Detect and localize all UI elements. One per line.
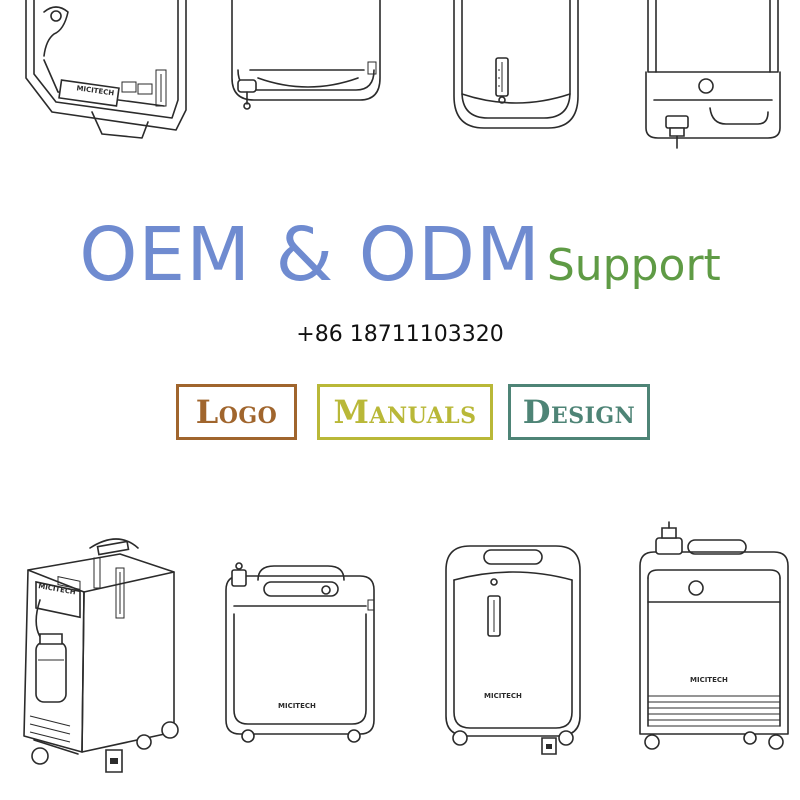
vent-grille [30,716,70,742]
service-tag-design: Design [508,384,650,440]
bottom3-brand-label: MICITECH [484,692,522,700]
bottom2-brand-label: MICITECH [278,702,316,710]
humidifier-top [656,522,682,554]
humidifier-valve [666,116,688,148]
flowmeter [496,58,508,96]
humidifier-bottle [36,600,66,702]
oxygen-outlet [238,80,256,109]
contact-phone: +86 18711103320 [296,322,504,347]
top-concentrator-front [228,0,386,115]
top-concentrator-humidifier [640,0,786,150]
service-tag-manuals: Manuals [317,384,493,440]
bottom4-brand-label: MICITECH [690,676,728,684]
headline-sub: Support [546,240,721,291]
humidifier-valve [232,563,246,586]
top-concentrator-flowmeter [448,0,584,132]
bottom-concentrator-vented: MICITECH [634,520,794,756]
bottom-concentrator-angled: MICITECH [8,530,186,782]
vent-grille [648,696,780,726]
service-tag-logo: Logo [176,384,297,440]
bottom-concentrator-upright: MICITECH [440,540,586,760]
bottom-concentrator-compact: MICITECH [218,560,380,740]
top-concentrator-tilted: MICITECH [14,0,190,140]
flowmeter [116,568,124,618]
flowmeter [488,596,500,636]
flowmeter [156,70,166,106]
headline-main: OEM & ODM [79,212,541,298]
handle [90,539,138,555]
